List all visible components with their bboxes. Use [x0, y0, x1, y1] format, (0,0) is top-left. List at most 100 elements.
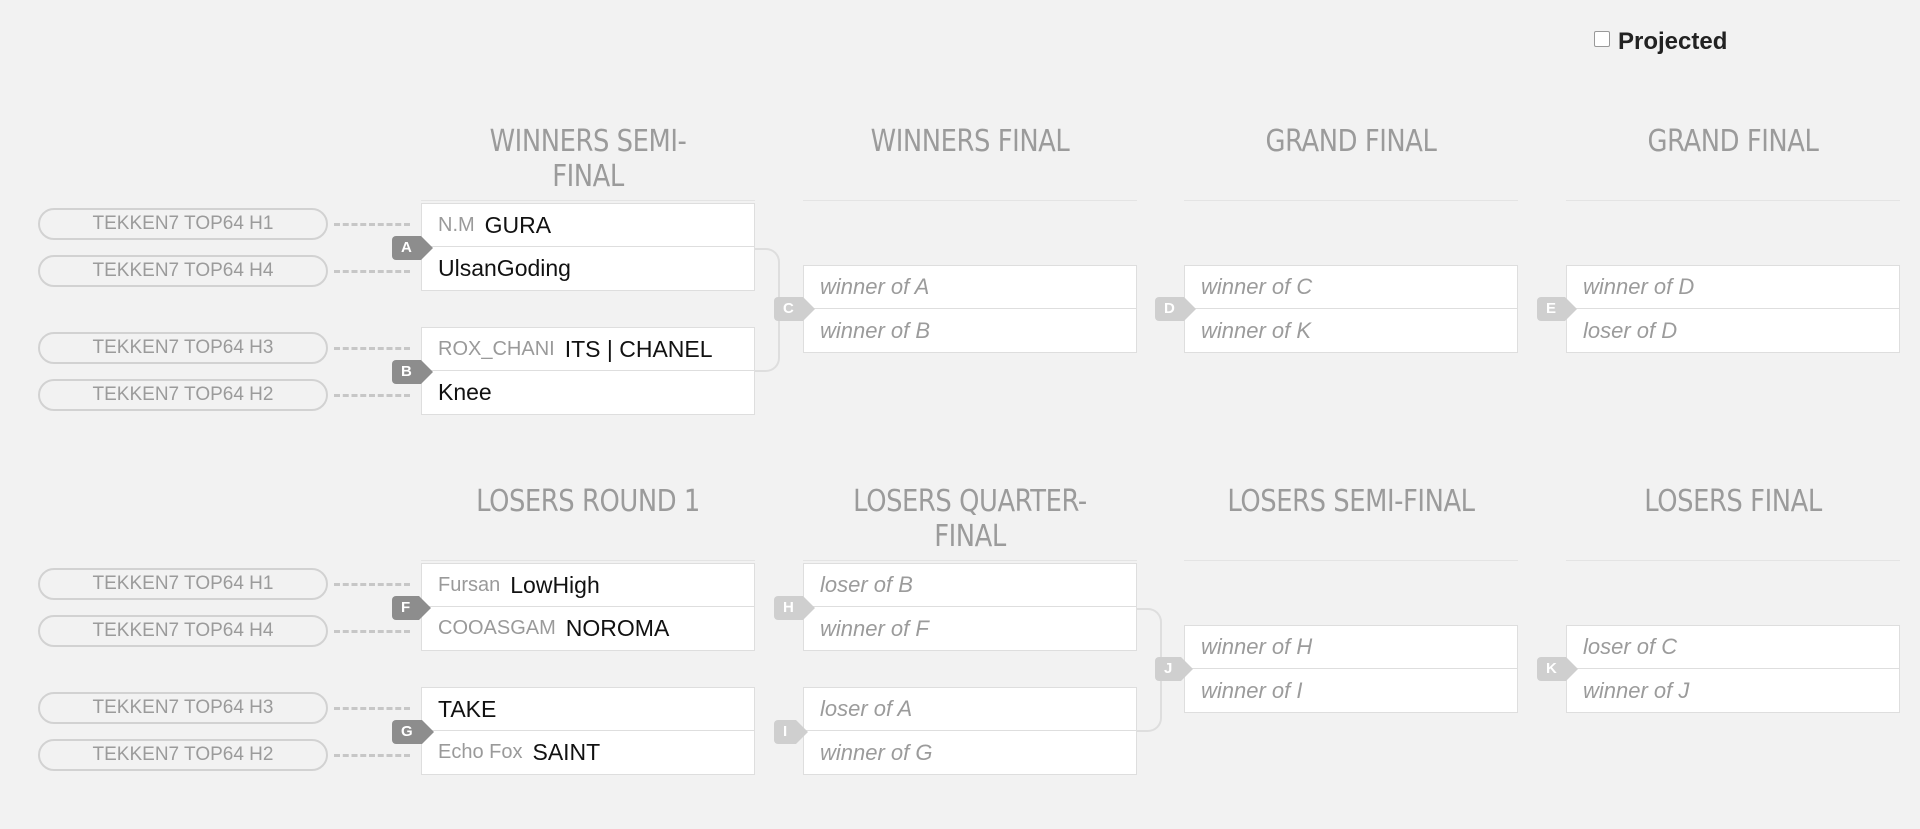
slot-placeholder: loser of B: [820, 572, 913, 597]
round-title-losers-final: LOSERS FINAL: [1644, 484, 1822, 519]
round-divider: [421, 200, 755, 201]
seed-connector: [334, 583, 410, 586]
seed-connector: [334, 394, 410, 397]
seed-pill[interactable]: TEKKEN7 TOP64 H1: [38, 568, 328, 600]
slot-placeholder: winner of A: [820, 274, 930, 299]
player-name: ITS | CHANEL: [564, 335, 713, 362]
round-title-grand-final-1: GRAND FINAL: [1265, 124, 1437, 159]
projected-toggle[interactable]: Projected: [1594, 28, 1727, 56]
team-tag: ROX_CHANI: [438, 337, 555, 360]
player-slot[interactable]: winner of K: [1184, 309, 1518, 353]
player-slot[interactable]: winner of I: [1184, 669, 1518, 713]
slot-placeholder: winner of I: [1201, 677, 1303, 703]
player-slot[interactable]: loser of C: [1566, 625, 1900, 669]
seed-pill[interactable]: TEKKEN7 TOP64 H2: [38, 739, 328, 771]
match-label-C: C: [774, 297, 815, 321]
seed-connector: [334, 270, 410, 273]
match-label-D: D: [1155, 297, 1196, 321]
player-name: LowHigh: [510, 571, 600, 598]
player-name: Knee: [438, 379, 492, 405]
round-divider: [803, 200, 1137, 201]
match-J[interactable]: winner of H winner of I: [1184, 625, 1518, 713]
slot-placeholder: winner of B: [820, 317, 931, 343]
seed-connector: [334, 707, 410, 710]
round-divider: [1184, 560, 1518, 561]
team-tag: Echo Fox: [438, 741, 523, 763]
slot-placeholder: loser of D: [1583, 317, 1678, 343]
slot-placeholder: winner of D: [1583, 274, 1695, 299]
projected-checkbox[interactable]: [1594, 31, 1610, 47]
match-A[interactable]: N.M GURA UlsanGoding: [421, 203, 755, 291]
match-I[interactable]: loser of A winner of G: [803, 687, 1137, 775]
team-tag: Fursan: [438, 573, 501, 596]
player-name: TAKE: [438, 695, 497, 722]
player-name: SAINT: [532, 739, 601, 765]
match-label-A: A: [392, 236, 433, 260]
match-label-G: G: [392, 720, 434, 744]
player-name: GURA: [484, 211, 552, 238]
match-label-H: H: [774, 596, 815, 620]
player-slot[interactable]: COOASGAM NOROMA: [421, 607, 755, 651]
seed-pill[interactable]: TEKKEN7 TOP64 H1: [38, 208, 328, 240]
round-title-grand-final-2: GRAND FINAL: [1647, 124, 1819, 159]
player-slot[interactable]: loser of B: [803, 563, 1137, 607]
team-tag: N.M: [438, 213, 475, 236]
seed-connector: [334, 347, 410, 350]
slot-placeholder: winner of C: [1201, 274, 1313, 299]
match-B[interactable]: ROX_CHANI ITS | CHANEL Knee: [421, 327, 755, 415]
match-K[interactable]: loser of C winner of J: [1566, 625, 1900, 713]
slot-placeholder: winner of F: [820, 615, 929, 641]
match-label-I: I: [774, 720, 809, 744]
match-label-K: K: [1537, 657, 1578, 681]
player-slot[interactable]: winner of F: [803, 607, 1137, 651]
match-E[interactable]: winner of D loser of D: [1566, 265, 1900, 353]
player-slot[interactable]: UlsanGoding: [421, 247, 755, 291]
slot-placeholder: loser of A: [820, 696, 913, 721]
slot-placeholder: winner of K: [1201, 317, 1312, 343]
player-slot[interactable]: winner of A: [803, 265, 1137, 309]
match-label-E: E: [1537, 297, 1578, 321]
match-D[interactable]: winner of C winner of K: [1184, 265, 1518, 353]
match-label-F: F: [392, 596, 432, 620]
projected-label: Projected: [1618, 28, 1728, 55]
match-C[interactable]: winner of A winner of B: [803, 265, 1137, 353]
seed-pill[interactable]: TEKKEN7 TOP64 H4: [38, 255, 328, 287]
seed-pill[interactable]: TEKKEN7 TOP64 H3: [38, 692, 328, 724]
seed-connector: [334, 223, 410, 226]
player-slot[interactable]: winner of C: [1184, 265, 1518, 309]
team-tag: COOASGAM: [438, 617, 556, 639]
round-divider: [803, 560, 1137, 561]
round-title-losers-qf: LOSERS QUARTER-FINAL: [853, 484, 1087, 554]
seed-pill[interactable]: TEKKEN7 TOP64 H2: [38, 379, 328, 411]
match-F[interactable]: Fursan LowHigh COOASGAM NOROMA: [421, 563, 755, 651]
round-title-losers-r1: LOSERS ROUND 1: [476, 484, 700, 519]
seed-pill[interactable]: TEKKEN7 TOP64 H3: [38, 332, 328, 364]
player-slot[interactable]: loser of D: [1566, 309, 1900, 353]
round-divider: [1566, 560, 1900, 561]
player-slot[interactable]: winner of B: [803, 309, 1137, 353]
player-slot[interactable]: loser of A: [803, 687, 1137, 731]
slot-placeholder: winner of G: [820, 739, 933, 765]
seed-connector: [334, 630, 410, 633]
seed-pill[interactable]: TEKKEN7 TOP64 H4: [38, 615, 328, 647]
player-slot[interactable]: Fursan LowHigh: [421, 563, 755, 607]
player-slot[interactable]: winner of G: [803, 731, 1137, 775]
match-label-B: B: [392, 360, 433, 384]
round-divider: [421, 560, 755, 561]
slot-placeholder: loser of C: [1583, 634, 1678, 659]
slot-placeholder: winner of H: [1201, 634, 1313, 659]
player-name: NOROMA: [565, 615, 670, 641]
match-H[interactable]: loser of B winner of F: [803, 563, 1137, 651]
player-slot[interactable]: winner of H: [1184, 625, 1518, 669]
player-slot[interactable]: ROX_CHANI ITS | CHANEL: [421, 327, 755, 371]
player-slot[interactable]: winner of D: [1566, 265, 1900, 309]
round-divider: [1184, 200, 1518, 201]
player-slot[interactable]: N.M GURA: [421, 203, 755, 247]
match-G[interactable]: TAKE Echo Fox SAINT: [421, 687, 755, 775]
round-title-winners-semi: WINNERS SEMI-FINAL: [489, 124, 687, 194]
player-slot[interactable]: winner of J: [1566, 669, 1900, 713]
player-slot[interactable]: Knee: [421, 371, 755, 415]
player-slot[interactable]: Echo Fox SAINT: [421, 731, 755, 775]
round-title-losers-sf: LOSERS SEMI-FINAL: [1227, 484, 1475, 519]
player-slot[interactable]: TAKE: [421, 687, 755, 731]
